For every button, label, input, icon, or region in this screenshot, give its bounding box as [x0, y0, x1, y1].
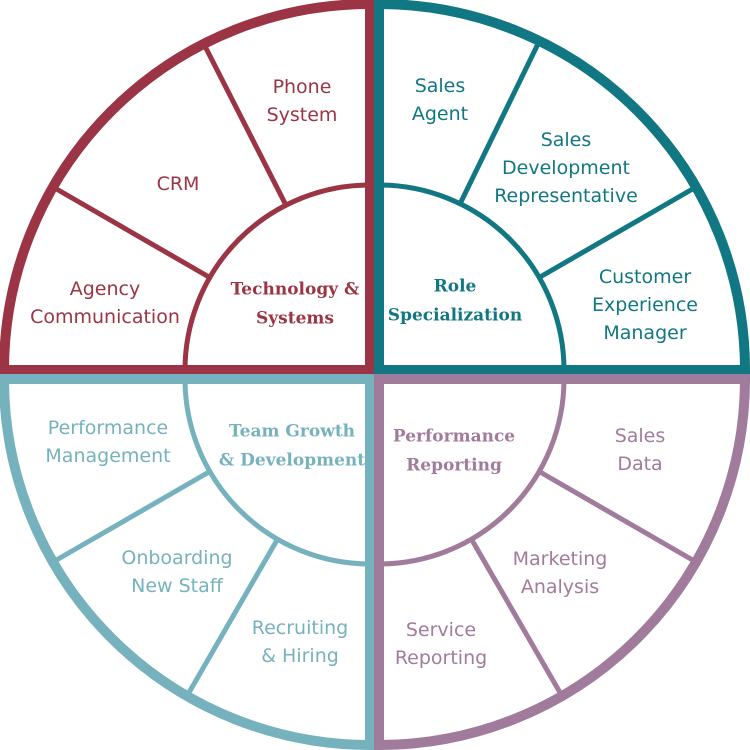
hub-label-line: Specialization — [388, 306, 522, 326]
segment-label-line: Service — [406, 619, 476, 641]
segment-label-line: Customer — [599, 266, 691, 288]
segment-label-line: Performance — [48, 417, 168, 439]
segment-divider — [201, 42, 289, 207]
hub-label-line: Reporting — [406, 456, 502, 476]
hub-label-line: Role — [434, 277, 477, 297]
segment-label-line: Data — [617, 453, 662, 475]
segment-label-line: Recruiting — [252, 617, 348, 639]
segment-label-line: Onboarding — [121, 547, 232, 569]
segment-label-line: Reporting — [395, 647, 487, 669]
hub-label-line: Performance — [393, 427, 515, 447]
segment-divider — [457, 39, 542, 205]
hub-label-line: & Development — [219, 451, 365, 471]
segment-label-line: Management — [45, 445, 170, 467]
segment-label-line: Analysis — [521, 576, 599, 598]
segment-label: Recruiting & Hiring — [252, 617, 348, 667]
hub-wedge — [376, 182, 567, 373]
segment-label-line: Phone — [273, 76, 332, 98]
segment-label-line: Development — [502, 157, 630, 179]
hub-wedge — [376, 376, 567, 567]
segment-label-line: Marketing — [513, 548, 608, 570]
segment-divider — [537, 469, 698, 565]
hub-label: Technology & Systems — [231, 280, 360, 329]
segment-divider — [51, 469, 212, 565]
segment-label: CRM — [157, 173, 200, 195]
segment-divider — [184, 537, 280, 698]
segment-divider — [469, 537, 565, 698]
segment-divider — [537, 184, 698, 280]
segment-label-line: Agency — [70, 278, 140, 300]
segment-label-line: CRM — [157, 173, 200, 195]
hub-label-line: Technology & — [231, 280, 360, 300]
segment-label-line: Manager — [603, 322, 686, 344]
hub-label: Team Growth & Development — [219, 422, 365, 471]
segment-label-line: New Staff — [131, 575, 224, 597]
segment-label-line: Sales — [615, 425, 666, 447]
segment-label-line: System — [267, 104, 338, 126]
hub-label-line: Systems — [256, 309, 334, 329]
segment-label-line: & Hiring — [261, 645, 339, 667]
segment-label-line: Communication — [30, 306, 180, 328]
segment-label-line: Experience — [592, 294, 698, 316]
segment-divider — [51, 184, 212, 280]
hub-wedge — [182, 376, 373, 567]
hub-wedge — [182, 182, 373, 373]
segment-label-line: Sales — [415, 75, 466, 97]
hub-label-line: Team Growth — [229, 422, 355, 442]
segment-label-line: Representative — [494, 185, 638, 207]
segment-label-line: Agent — [412, 103, 468, 125]
segment-label-line: Sales — [541, 129, 592, 151]
